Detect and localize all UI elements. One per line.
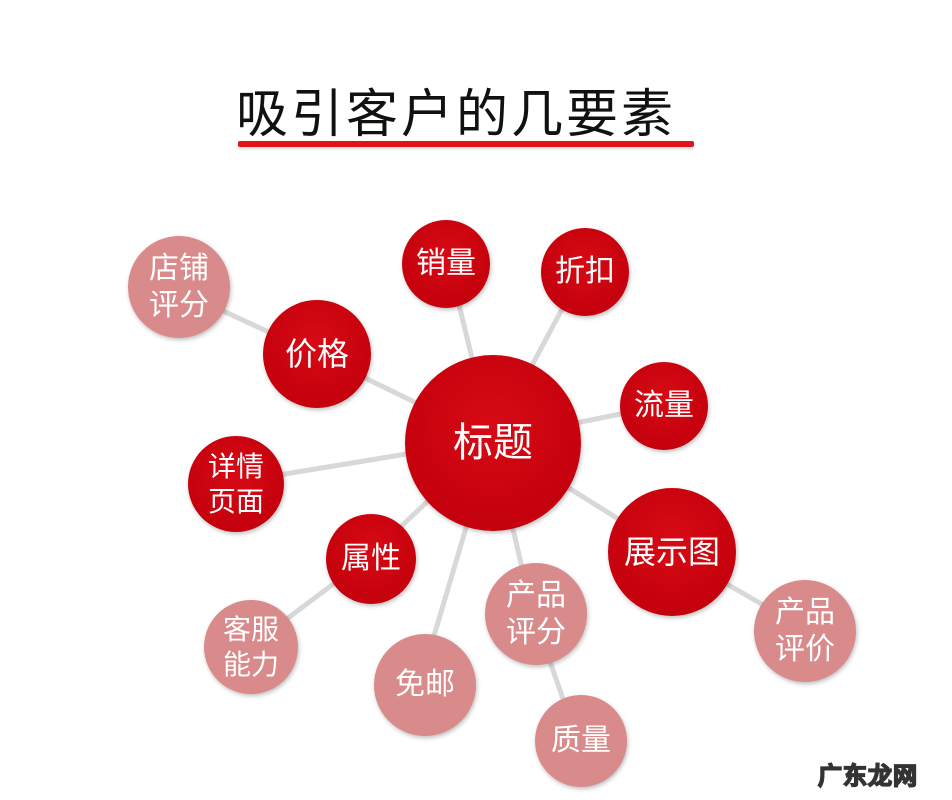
node-label-line1: 客服 [222,613,279,646]
node-label-line2: 评分 [506,615,566,650]
node-label: 折扣 [555,254,615,290]
node-label-line2: 评价 [775,632,835,667]
node-customer-service: 客服 能力 [204,600,298,694]
node-traffic: 流量 [620,362,708,450]
node-product-review: 产品 评价 [754,580,856,682]
node-price: 价格 [263,300,371,408]
node-title: 标题 [405,355,581,531]
node-sales: 销量 [402,220,490,308]
node-detail-page: 详情 页面 [188,436,284,532]
node-label-line2: 能力 [222,648,279,681]
node-discount: 折扣 [541,228,629,316]
node-quality: 质量 [535,695,627,787]
node-label-line1: 店铺 [149,250,209,286]
node-label: 销量 [416,246,476,282]
node-label: 流量 [634,388,694,424]
node-store-rating: 店铺 评分 [128,236,230,338]
node-label: 质量 [551,723,611,759]
node-product-rating: 产品 评分 [485,563,587,665]
node-label: 展示图 [623,533,720,571]
node-label: 价格 [284,335,349,373]
node-attributes: 属性 [326,514,416,604]
watermark: 广东龙网 [817,761,918,791]
title-underline [238,141,694,147]
node-label: 属性 [341,541,401,577]
node-label-line2: 评分 [149,288,209,323]
node-label-line1: 详情 [207,450,264,483]
node-label-line2: 页面 [207,485,264,518]
node-label: 标题 [453,420,533,466]
node-label-line1: 产品 [775,594,835,630]
node-free-shipping: 免邮 [374,634,476,736]
page-title: 吸引客户的几要素 [236,85,677,145]
node-label-line1: 产品 [506,577,566,613]
node-label: 免邮 [395,667,455,703]
node-display-image: 展示图 [608,488,736,616]
